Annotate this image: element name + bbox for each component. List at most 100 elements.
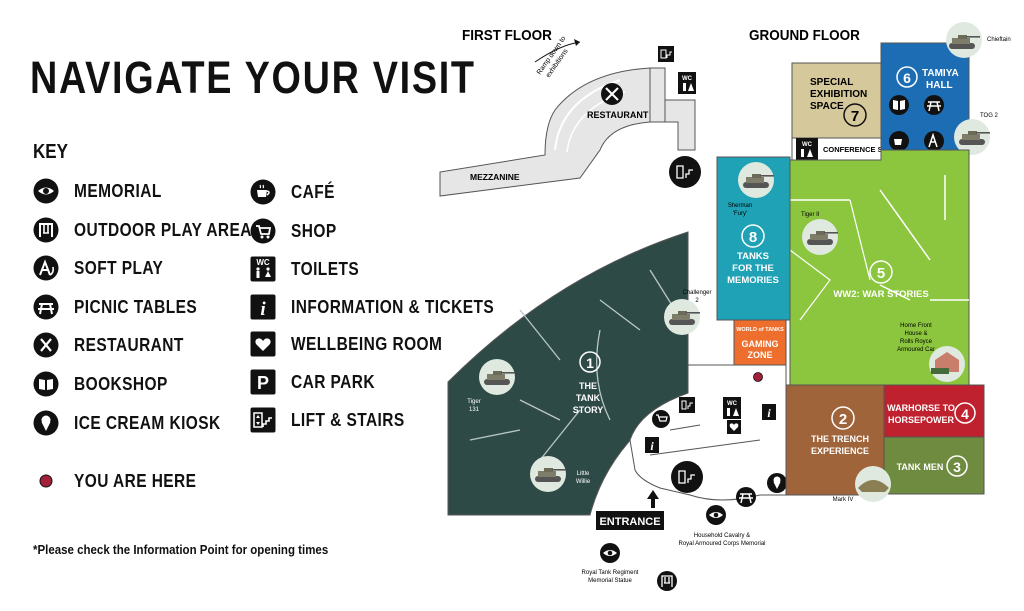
tog2-label: TOG 2: [980, 113, 999, 119]
ww2-label: WW2: WAR STORIES: [833, 289, 928, 300]
rtr-memorial-line1: Royal Tank Regiment: [582, 570, 639, 576]
key-item-picnic-tables: PICNIC TABLES: [33, 294, 217, 320]
key-item-bookshop: BOOKSHOP: [33, 371, 183, 397]
zone-number-badge: [896, 66, 918, 88]
mezzanine-label: MEZZANINE: [470, 172, 520, 182]
key-item-soft-play: SOFT PLAY: [33, 255, 178, 281]
soft-play-icon: [33, 255, 59, 281]
home-front-house-icon: [935, 352, 959, 372]
shopping-cart-icon: [652, 410, 670, 428]
toilets-badge-text: WC: [256, 258, 270, 267]
ww2-number: 5: [877, 265, 885, 282]
special-exhibition-line2: EXHIBITION: [810, 89, 867, 100]
challenger-line1: Challenger: [682, 290, 711, 296]
information-badge-text: i: [260, 299, 266, 320]
key-label: MEMORIAL: [74, 180, 162, 201]
zone-number-badge: [831, 406, 855, 430]
you-are-here-dot-icon: [33, 468, 59, 494]
rtr-memorial-line2: Memorial Statue: [588, 578, 632, 584]
zone-number-badge: [579, 351, 601, 373]
special-exhibition-space-zone[interactable]: [791, 62, 882, 139]
tamiya-hall-number: 6: [903, 70, 911, 86]
key-heading: KEY: [33, 141, 68, 163]
trench-number: 2: [839, 411, 847, 428]
tiger131-line1: Tiger: [467, 399, 480, 405]
tank-story-number: 1: [586, 355, 594, 371]
tanks-memories-number: 8: [749, 229, 757, 246]
ground-floor-label: GROUND FLOOR: [749, 27, 860, 44]
swing-icon: [33, 217, 59, 243]
zone-number-badge: [954, 402, 976, 424]
chieftain-label: Chieftain: [987, 37, 1011, 43]
home-front-line1: Home Front: [900, 323, 932, 329]
key-item-toilets: WC TOILETS: [250, 256, 370, 282]
key-label: BOOKSHOP: [74, 373, 168, 394]
challenger-line2: 2: [695, 298, 699, 304]
page-title: NAVIGATE YOUR VISIT: [30, 52, 476, 103]
heart-icon: [250, 331, 276, 357]
little-willie-line2: Willie: [576, 479, 591, 485]
picnic-table-icon: [924, 95, 944, 115]
key-label: PICNIC TABLES: [74, 296, 198, 317]
key-item-you-are-here: YOU ARE HERE: [33, 468, 216, 494]
toilets-badge-text: WC: [682, 76, 693, 82]
ice-cream-icon: [33, 410, 59, 436]
home-front-line2: House &: [904, 331, 927, 337]
entrance-button[interactable]: [596, 511, 664, 530]
tank-story-line3: STORY: [573, 405, 604, 415]
special-exhibition-number: 7: [851, 108, 859, 125]
soft-play-icon: [924, 131, 944, 151]
key-item-lift-stairs: LIFT & STAIRS: [250, 407, 423, 433]
tank-men-label: TANK MEN: [897, 462, 944, 472]
tanks-memories-line3: MEMORIES: [727, 275, 779, 286]
warhorse-line2: HORSEPOWER: [888, 415, 955, 425]
key-item-ice-cream-kiosk: ICE CREAM KIOSK: [33, 410, 245, 436]
entrance-arrow-icon: [647, 490, 659, 508]
restaurant-label: RESTAURANT: [587, 110, 649, 120]
key-label: CAR PARK: [291, 371, 375, 392]
key-item-information-tickets: i INFORMATION & TICKETS: [250, 294, 527, 320]
special-exhibition-line3: SPACE: [810, 101, 844, 112]
tank-men-number: 3: [953, 459, 961, 475]
book-icon: [889, 95, 909, 115]
opening-times-footnote: *Please check the Information Point for …: [33, 543, 329, 557]
parking-icon: P: [250, 369, 276, 395]
key-label: OUTDOOR PLAY AREA: [74, 219, 252, 240]
tamiya-hall-line2: HALL: [926, 80, 953, 91]
special-exhibition-line1: SPECIAL: [810, 77, 853, 88]
zone-number-badge: [741, 224, 765, 248]
little-willie-line1: Little: [577, 471, 590, 477]
gaming-zone-line1: GAMING: [742, 339, 779, 349]
cutlery-icon: [33, 332, 59, 358]
mark-iv-label: Mark IV: [833, 497, 854, 503]
information-badge-text: i: [650, 439, 654, 453]
lift-stairs-icon: [679, 397, 695, 413]
gaming-brand: WORLD of TANKS: [736, 327, 784, 333]
mezzanine-floor[interactable]: [439, 67, 651, 197]
book-icon: [33, 371, 59, 397]
key-label: ICE CREAM KIOSK: [74, 412, 221, 433]
gaming-zone-line2: ZONE: [747, 350, 772, 360]
eye-icon: [33, 178, 59, 204]
key-item-cafe: CAFÉ: [250, 179, 342, 205]
household-cavalry-line2: Royal Armoured Corps Memorial: [678, 541, 765, 547]
key-label: INFORMATION & TICKETS: [291, 296, 495, 317]
key-label: SHOP: [291, 220, 337, 241]
key-label: LIFT & STAIRS: [291, 409, 405, 430]
household-cavalry-line1: Household Cavalry &: [694, 533, 750, 539]
tanks-memories-line2: FOR THE: [732, 263, 774, 274]
toilets-badge-text: WC: [802, 142, 813, 148]
lift-stairs-icon: [669, 156, 701, 188]
tank-story-line2: TANK: [576, 393, 601, 403]
picnic-table-icon: [736, 487, 756, 507]
the-tank-story-zone[interactable]: [447, 231, 689, 516]
key-label: CAFÉ: [291, 181, 335, 202]
warhorse-to-horsepower-zone[interactable]: [883, 384, 985, 438]
trench-line2: EXPERIENCE: [811, 446, 869, 456]
information-icon: [645, 437, 659, 453]
toilets-badge-text: WC: [727, 401, 738, 407]
information-icon: i: [250, 294, 276, 320]
you-are-here-marker: [753, 372, 763, 382]
key-item-wellbeing-room: WELLBEING ROOM: [250, 331, 467, 357]
